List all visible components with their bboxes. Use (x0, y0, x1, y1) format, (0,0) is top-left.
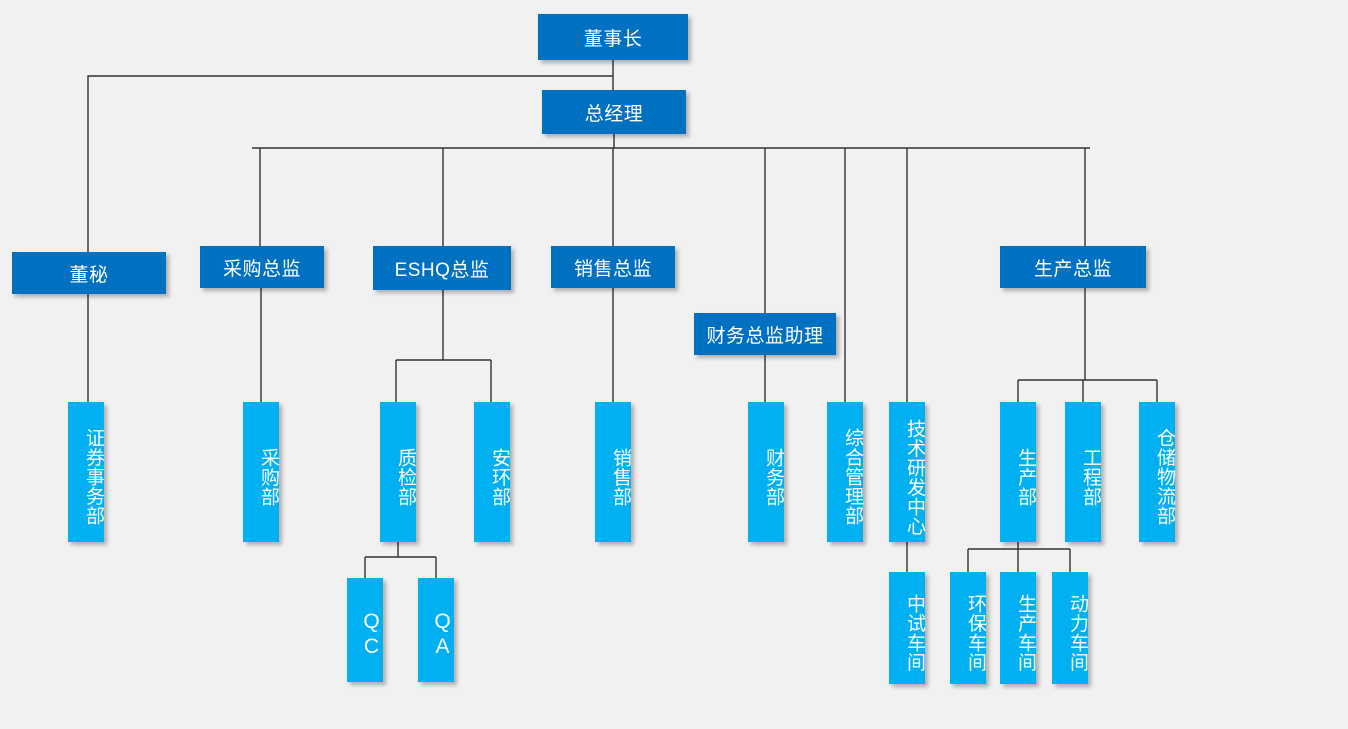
org-node-gm[interactable]: 总经理 (542, 90, 686, 134)
org-node-production-dept[interactable]: 生产部 (1000, 402, 1036, 542)
org-node-prod-workshop[interactable]: 生产车间 (1000, 572, 1036, 684)
org-node-warehouse-dept[interactable]: 仓储物流部 (1139, 402, 1175, 542)
org-node-rnd-center[interactable]: 技术研发中心 (889, 402, 925, 542)
org-node-qc-team[interactable]: QC (347, 578, 383, 682)
org-node-eshq-dir[interactable]: ESHQ总监 (373, 246, 511, 290)
org-node-env-workshop[interactable]: 环保车间 (950, 572, 986, 684)
org-node-sales-dept[interactable]: 销售部 (595, 402, 631, 542)
org-node-purchasing-dir[interactable]: 采购总监 (200, 246, 324, 288)
org-node-qa-team[interactable]: QA (418, 578, 454, 682)
org-node-power-workshop[interactable]: 动力车间 (1052, 572, 1088, 684)
org-node-hse-dept[interactable]: 安环部 (474, 402, 510, 542)
org-node-purchasing-dept[interactable]: 采购部 (243, 402, 279, 542)
org-node-finance-dept[interactable]: 财务部 (748, 402, 784, 542)
org-node-finance-dir-asst[interactable]: 财务总监助理 (694, 313, 836, 355)
org-node-sales-dir[interactable]: 销售总监 (551, 246, 675, 288)
org-node-admin-dept[interactable]: 综合管理部 (827, 402, 863, 542)
org-node-securities-dept[interactable]: 证券事务部 (68, 402, 104, 542)
org-node-pilot-workshop[interactable]: 中试车间 (889, 572, 925, 684)
org-node-chairman[interactable]: 董事长 (538, 14, 688, 60)
org-node-production-dir[interactable]: 生产总监 (1000, 246, 1146, 288)
org-node-qc-dept[interactable]: 质检部 (380, 402, 416, 542)
connector-chairman-to-board-secretary (87, 75, 613, 252)
org-node-engineering-dept[interactable]: 工程部 (1065, 402, 1101, 542)
org-node-board-secretary[interactable]: 董秘 (12, 252, 166, 294)
